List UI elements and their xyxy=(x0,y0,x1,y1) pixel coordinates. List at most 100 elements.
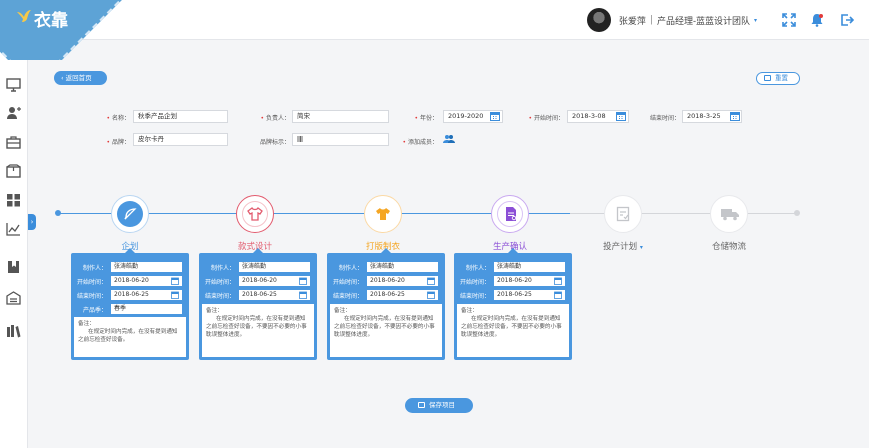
remark-box[interactable]: 备注： 在规定时间内完成，在没有提到通知之前忘检查好设备，不要因不必要的小事耽误… xyxy=(457,304,569,357)
books-icon[interactable] xyxy=(6,324,21,338)
stage-warehouse-logistics[interactable] xyxy=(710,195,748,233)
calendar-icon[interactable] xyxy=(490,111,500,121)
notification-bell-icon[interactable] xyxy=(810,13,824,27)
start-date-input[interactable]: 2018-06-20 xyxy=(367,276,438,286)
brand-mark-label: 品牌标示： xyxy=(259,139,290,146)
add-user-icon[interactable] xyxy=(6,106,21,120)
user-role: 产品经理-蓝蓝设计团队 xyxy=(656,16,750,27)
chevron-left-icon: ‹ xyxy=(61,74,66,82)
user-separator: | xyxy=(649,15,653,25)
end-date-input[interactable]: 2018-06-25 xyxy=(367,290,438,300)
season-label: 产品季： xyxy=(82,307,107,314)
end-time-label: 结束时间： xyxy=(76,293,107,300)
end-date-input[interactable]: 2018-06-25 xyxy=(239,290,310,300)
stage-style-design[interactable] xyxy=(236,195,274,233)
end-date-input[interactable]: 2018-06-25 xyxy=(494,290,565,300)
start-time-label: 开始时间： xyxy=(204,279,235,286)
remark-box[interactable]: 备注： 在规定时间内完成，在没有提到通知之前忘检查好设备，不要因不必要的小事耽误… xyxy=(202,304,314,357)
stage-production-plan[interactable] xyxy=(604,195,642,233)
maker-input[interactable]: 张涛皓勤 xyxy=(367,262,438,272)
warehouse-icon[interactable] xyxy=(6,291,21,305)
user-menu[interactable]: 张爱萍 | 产品经理-蓝蓝设计团队 ▾ xyxy=(586,8,757,32)
left-sidebar xyxy=(0,40,28,448)
remark-label: 备注： xyxy=(206,308,223,314)
calendar-icon[interactable] xyxy=(730,111,740,121)
stage-label-warehouse-logistics: 仓储物流 xyxy=(711,242,746,252)
timeline-line-active xyxy=(60,213,570,214)
brand-label: •品牌： xyxy=(106,139,130,146)
maker-label: 制作人： xyxy=(82,265,107,272)
back-home-button[interactable]: ‹ 返回首页 xyxy=(54,71,107,85)
name-input[interactable]: 秋季产品企划 xyxy=(133,110,228,123)
maker-input[interactable]: 张涛皓勤 xyxy=(239,262,310,272)
stage-production-confirm[interactable] xyxy=(491,195,529,233)
user-caret-icon[interactable]: ▾ xyxy=(753,16,757,24)
calendar-icon[interactable] xyxy=(554,277,562,285)
logo[interactable]: 衣靠 xyxy=(0,0,130,60)
owner-label: •负责人： xyxy=(260,115,290,122)
year-input[interactable]: 2019-2020 xyxy=(443,110,503,123)
remark-text: 在规定时间内完成，在没有提到通知之前忘检查好设备，不要因不必要的小事耽误整体进度… xyxy=(334,316,435,338)
logout-icon[interactable] xyxy=(840,13,854,27)
brand-input[interactable]: 皮尔卡丹 xyxy=(133,133,228,146)
calendar-icon[interactable] xyxy=(171,277,179,285)
save-project-button[interactable]: 保存项目 xyxy=(405,398,473,413)
calendar-icon[interactable] xyxy=(554,291,562,299)
calendar-icon[interactable] xyxy=(616,111,626,121)
start-time-label: 开始时间： xyxy=(76,279,107,286)
maker-label: 制作人： xyxy=(465,265,490,272)
grid-icon[interactable] xyxy=(6,193,21,207)
calendar-icon[interactable] xyxy=(299,277,307,285)
save-disk-icon xyxy=(418,402,425,408)
season-input[interactable]: 春季 xyxy=(111,304,182,314)
maker-input[interactable]: 张涛皓勤 xyxy=(494,262,565,272)
book-icon[interactable] xyxy=(6,260,21,274)
start-time-label: 开始时间： xyxy=(332,279,363,286)
logo-text: 衣靠 xyxy=(34,11,68,31)
line-chart-icon[interactable] xyxy=(6,222,21,236)
end-date-input[interactable]: 2018-06-25 xyxy=(111,290,182,300)
start-date-input[interactable]: 2018-06-20 xyxy=(494,276,565,286)
barcode-icon xyxy=(296,136,303,142)
monitor-icon[interactable] xyxy=(6,78,21,92)
owner-input[interactable]: 简宋 xyxy=(292,110,389,123)
start-time-input[interactable]: 2018-3-08 xyxy=(567,110,629,123)
save-disk-icon xyxy=(764,75,771,81)
end-time-label: 结束时间： xyxy=(649,115,680,122)
remark-label: 备注： xyxy=(78,321,95,327)
briefcase-icon[interactable] xyxy=(6,135,21,149)
year-label: •年份： xyxy=(414,115,438,122)
sidebar-toggle-arrow-icon[interactable]: › xyxy=(28,214,36,230)
reset-button[interactable]: 重置 xyxy=(756,72,800,85)
calendar-icon[interactable] xyxy=(427,277,435,285)
start-date-input[interactable]: 2018-06-20 xyxy=(111,276,182,286)
calendar-icon[interactable] xyxy=(299,291,307,299)
start-date-input[interactable]: 2018-06-20 xyxy=(239,276,310,286)
brand-mark-input[interactable] xyxy=(292,133,389,146)
add-member-icon[interactable] xyxy=(443,134,455,144)
maker-input[interactable]: 张涛皓勤 xyxy=(111,262,182,272)
stage-planning[interactable] xyxy=(111,195,149,233)
required-marker: • xyxy=(106,115,110,122)
user-name: 张爱萍 xyxy=(618,16,646,27)
stage-sample-making[interactable] xyxy=(364,195,402,233)
tshirt-icon xyxy=(247,207,263,221)
calendar-icon[interactable] xyxy=(171,291,179,299)
remark-box[interactable]: 备注： 在规定时间内完成，在没有提到通知之前忘检查好设备。 xyxy=(74,317,186,357)
timeline-end-dot xyxy=(794,210,800,216)
dropdown-caret-icon[interactable]: ▾ xyxy=(639,244,643,251)
timeline-line-inactive xyxy=(570,213,795,214)
add-member-label: •添加成员： xyxy=(402,139,438,146)
end-time-label: 结束时间： xyxy=(204,293,235,300)
box-icon[interactable] xyxy=(6,164,21,178)
fullscreen-icon[interactable] xyxy=(782,13,796,27)
avatar[interactable] xyxy=(586,8,611,32)
remark-label: 备注： xyxy=(334,308,351,314)
remark-text: 在规定时间内完成，在没有提到通知之前忘检查好设备，不要因不必要的小事耽误整体进度… xyxy=(461,316,562,338)
stage-label-style-design: 款式设计 xyxy=(237,242,272,252)
calendar-icon[interactable] xyxy=(427,291,435,299)
end-time-input[interactable]: 2018-3-25 xyxy=(682,110,742,123)
document-check-icon xyxy=(506,207,517,221)
remark-box[interactable]: 备注： 在规定时间内完成，在没有提到通知之前忘检查好设备，不要因不必要的小事耽误… xyxy=(330,304,442,357)
back-home-label: 返回首页 xyxy=(65,74,92,82)
